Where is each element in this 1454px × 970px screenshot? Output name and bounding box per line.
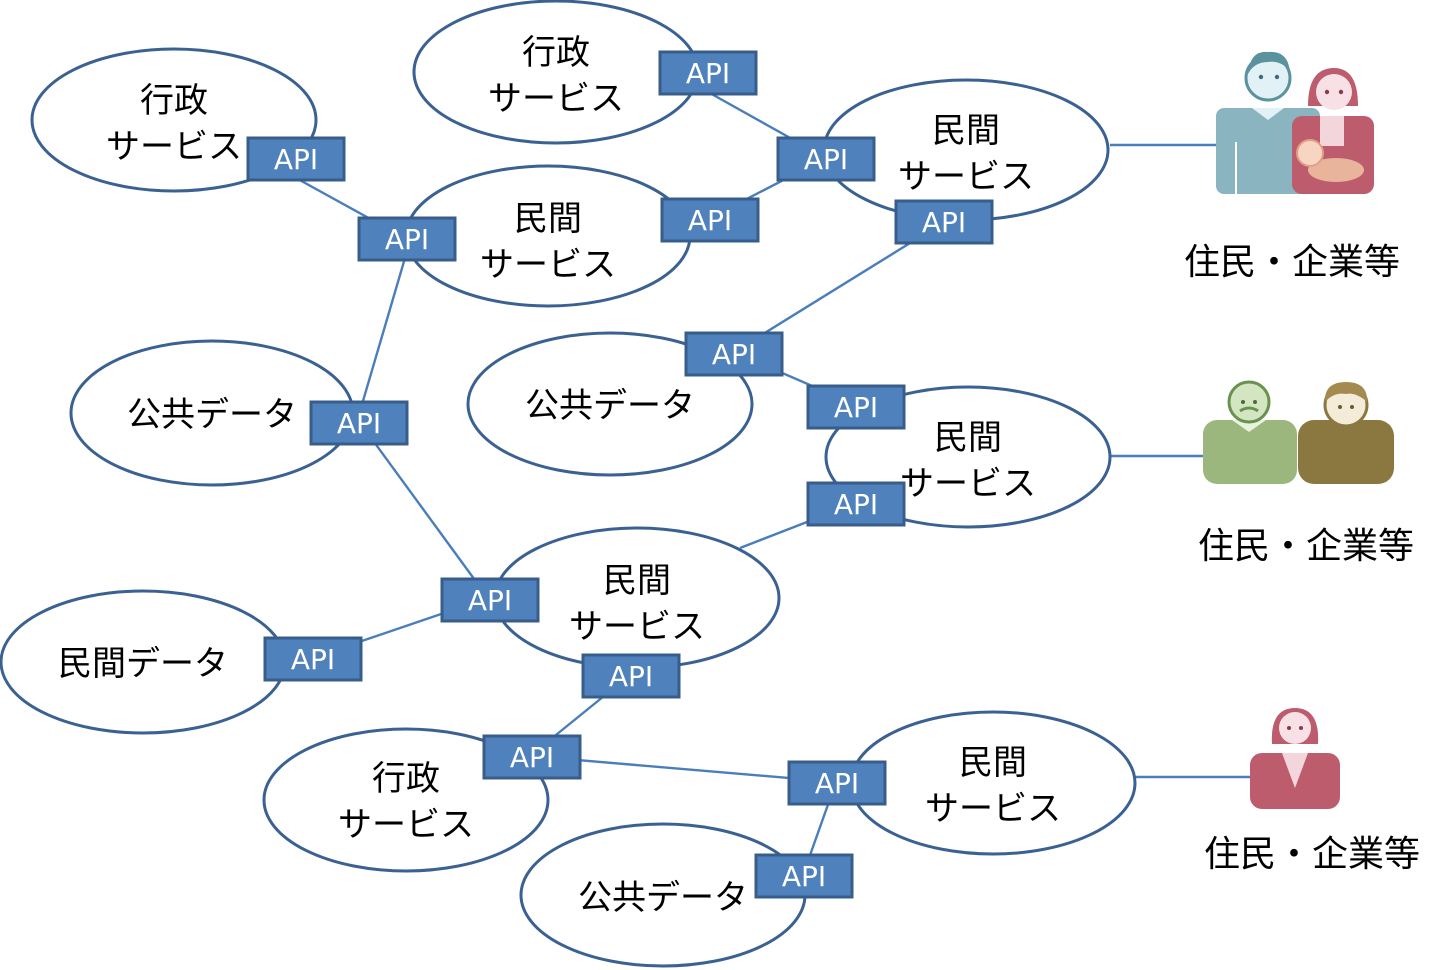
node-private-service-4[interactable]: 民間 サービス: [493, 526, 781, 670]
api-box[interactable]: API: [357, 216, 457, 262]
api-box[interactable]: API: [246, 136, 346, 182]
node-label: サービス: [488, 79, 624, 119]
link-pub1-priv4: [357, 419, 489, 599]
node-label: サービス: [106, 127, 242, 167]
node-label: 行政: [140, 81, 208, 121]
svg-text:API: API: [688, 204, 732, 237]
node-label: 民間: [603, 561, 671, 601]
svg-text:API: API: [834, 488, 878, 521]
api-box[interactable]: API: [581, 653, 681, 699]
user-label: 住民・企業等: [1184, 242, 1400, 283]
businesswoman-icon: [1250, 708, 1340, 809]
node-label: サービス: [338, 805, 474, 845]
svg-text:API: API: [337, 407, 381, 440]
api-box[interactable]: API: [894, 199, 994, 245]
svg-text:API: API: [686, 57, 730, 90]
api-box[interactable]: API: [440, 577, 540, 623]
api-box[interactable]: API: [660, 197, 760, 243]
svg-text:API: API: [291, 643, 335, 676]
node-private-data[interactable]: 民間データ: [0, 589, 287, 735]
service-nodes: 行政 サービス 行政 サービス 民間 サービス 民間 サービス 公共データ 公共…: [0, 0, 1137, 968]
api-box[interactable]: API: [263, 636, 363, 682]
node-label: サービス: [925, 789, 1061, 829]
link-priv1-pub1: [356, 257, 407, 419]
user-label: 住民・企業等: [1198, 526, 1414, 567]
api-boxes: API API API API API API API API API API …: [246, 50, 994, 899]
node-gov-service-2[interactable]: 行政 サービス: [412, 0, 700, 145]
api-box[interactable]: API: [806, 384, 906, 430]
svg-text:API: API: [834, 391, 878, 424]
api-box[interactable]: API: [658, 50, 758, 96]
node-label: サービス: [900, 464, 1036, 504]
node-label: 公共データ: [127, 395, 297, 435]
api-box[interactable]: API: [482, 734, 582, 780]
api-box[interactable]: API: [684, 331, 784, 377]
api-box[interactable]: API: [776, 136, 876, 182]
node-label: 公共データ: [525, 386, 695, 426]
user-label: 住民・企業等: [1204, 834, 1420, 875]
node-label: 民間: [959, 743, 1027, 783]
api-box[interactable]: API: [754, 853, 854, 899]
svg-text:API: API: [922, 206, 966, 239]
svg-text:API: API: [712, 338, 756, 371]
svg-text:API: API: [468, 584, 512, 617]
node-label: サービス: [898, 157, 1034, 197]
node-label: サービス: [480, 245, 616, 285]
svg-text:API: API: [782, 860, 826, 893]
node-label: 行政: [522, 33, 590, 73]
api-box[interactable]: API: [787, 760, 887, 806]
node-label: 民間データ: [58, 644, 228, 684]
api-box[interactable]: API: [806, 481, 906, 527]
svg-text:API: API: [609, 660, 653, 693]
node-private-service-5[interactable]: 民間 サービス: [849, 710, 1137, 856]
node-label: 民間: [932, 111, 1000, 151]
svg-text:API: API: [385, 223, 429, 256]
svg-text:API: API: [815, 767, 859, 800]
svg-text:API: API: [274, 143, 318, 176]
node-public-data-2[interactable]: 公共データ: [466, 331, 754, 477]
node-label: 民間: [514, 199, 582, 239]
node-label: サービス: [569, 607, 705, 647]
node-label: 公共データ: [578, 878, 748, 918]
node-public-data-1[interactable]: 公共データ: [69, 339, 355, 487]
api-box[interactable]: API: [309, 400, 409, 446]
svg-text:API: API: [804, 143, 848, 176]
family-icon: [1216, 51, 1374, 194]
node-public-data-3[interactable]: 公共データ: [519, 822, 807, 968]
node-label: 民間: [934, 418, 1002, 458]
svg-text:API: API: [510, 741, 554, 774]
elderly-couple-icon: [1203, 380, 1394, 484]
node-gov-service-3[interactable]: 行政 サービス: [262, 727, 550, 873]
node-label: 行政: [372, 759, 440, 799]
node-gov-service-1[interactable]: 行政 サービス: [30, 47, 318, 193]
